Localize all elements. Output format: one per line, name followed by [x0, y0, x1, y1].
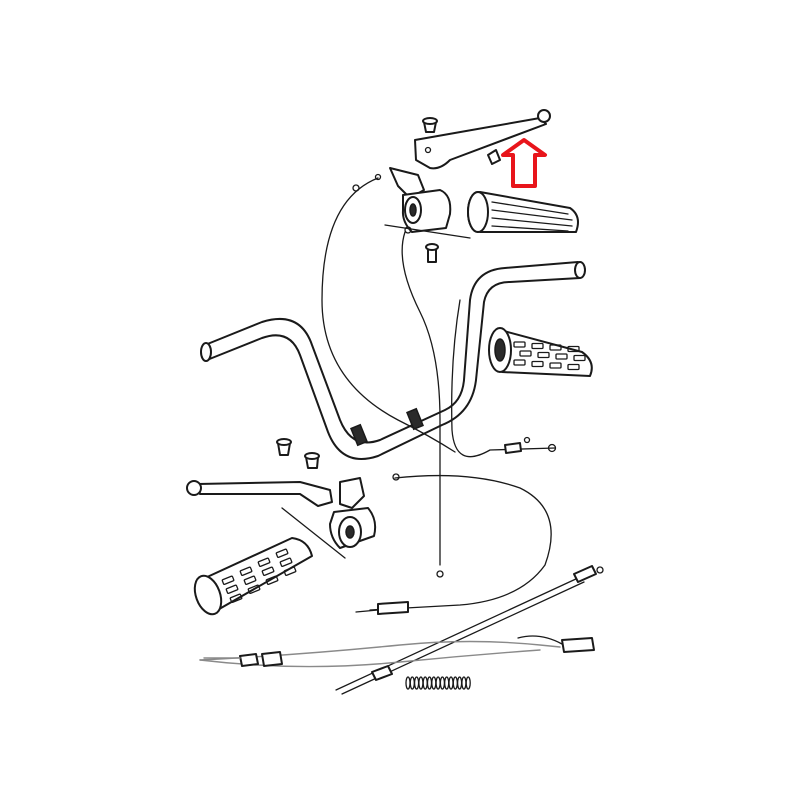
grip-slot: [555, 353, 568, 360]
spring-coil: [439, 676, 446, 690]
spring-coil: [435, 676, 441, 690]
lower-clutch-lever: [197, 481, 333, 507]
grip-slot: [243, 575, 257, 585]
grip-slot: [221, 575, 235, 585]
grip-slot: [257, 557, 271, 567]
up-arrow-icon: [501, 138, 547, 188]
lower-bracket: [339, 477, 365, 509]
grip-slot: [261, 566, 275, 576]
spring-coil: [422, 676, 428, 690]
grip-slot: [549, 362, 562, 369]
spring: [405, 676, 471, 690]
lower-grip: [193, 537, 313, 616]
spring-coil: [426, 676, 433, 690]
spring-coil: [409, 676, 415, 690]
grip-slot: [283, 566, 297, 576]
grip-slot: [537, 351, 550, 359]
spring-coil: [413, 676, 420, 690]
lower-lever-ball-end: [186, 480, 202, 496]
spring-coil: [461, 676, 467, 690]
spring-coil: [448, 676, 454, 690]
spring-coil: [444, 676, 450, 690]
grip-slot: [549, 344, 562, 351]
spring-coil: [456, 676, 463, 690]
spring-coil: [452, 676, 458, 690]
grip-slot: [513, 359, 526, 366]
grip-slot: [229, 593, 243, 603]
grip-slot: [567, 363, 580, 371]
spare-grip: [488, 327, 593, 377]
grip-slot: [573, 354, 586, 362]
upper-lever-assembly: [389, 109, 551, 263]
adjuster-screw: [487, 149, 501, 165]
handlebar: [200, 261, 586, 460]
lever-ball-end: [537, 109, 551, 123]
spring-coil: [431, 676, 437, 690]
grip-slot: [531, 342, 544, 350]
grip-slot: [519, 350, 532, 357]
grip-slot: [279, 557, 293, 567]
grip-slot: [239, 566, 253, 576]
grip-slot: [247, 584, 261, 594]
cables: [199, 173, 604, 695]
lower-lever-assembly: [186, 438, 377, 559]
grip-slot: [567, 345, 580, 353]
upper-right-grip: [384, 191, 579, 239]
spring-coil: [418, 676, 424, 690]
grip-slot: [531, 360, 544, 368]
grip-slot: [225, 584, 239, 594]
grip-slot: [513, 341, 526, 348]
upper-brake-lever: [414, 117, 547, 170]
spring-coil: [405, 676, 411, 690]
grip-slot: [275, 548, 289, 558]
grip-slot: [265, 575, 279, 585]
spring-coil: [465, 676, 471, 690]
